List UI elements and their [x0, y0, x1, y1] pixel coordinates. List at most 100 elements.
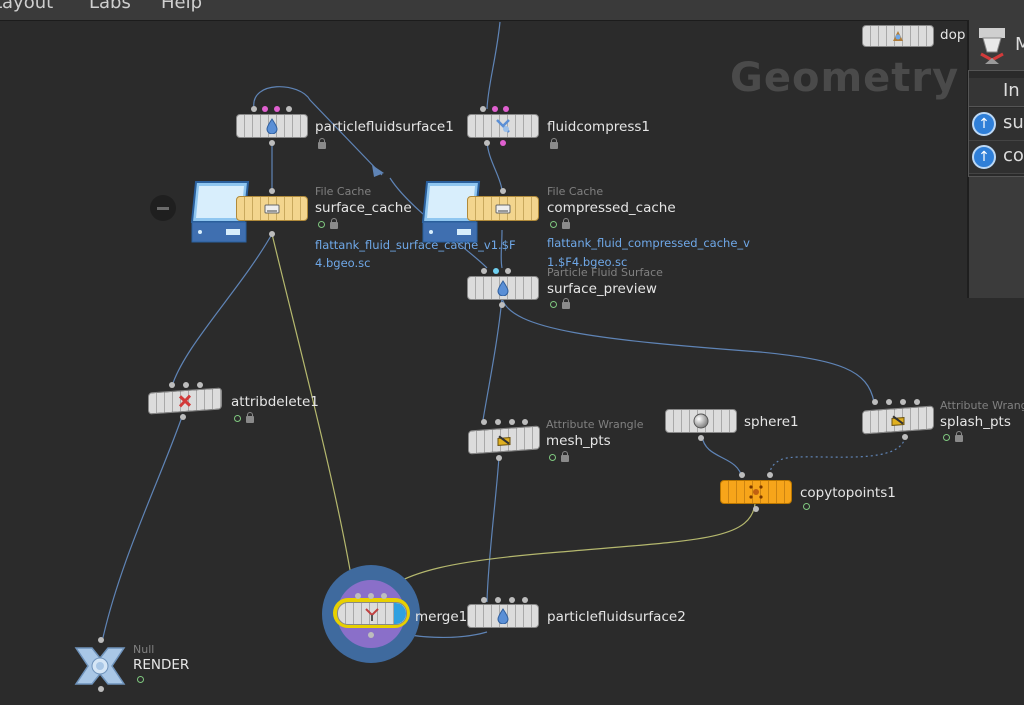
panel-header-label: In [1003, 80, 1020, 101]
input-port[interactable] [495, 419, 501, 425]
node-flags [943, 431, 963, 442]
wire-mesh-pts-to-pfs2 [486, 456, 500, 603]
merge1-node-body[interactable] [337, 602, 407, 625]
input-port[interactable] [183, 382, 189, 388]
input-port[interactable] [522, 597, 528, 603]
input-port[interactable] [900, 399, 906, 405]
output-port[interactable] [698, 435, 704, 441]
fluidcompress1-node-body[interactable] [467, 114, 539, 138]
display-flag-icon [943, 433, 950, 441]
output-port[interactable] [180, 414, 186, 420]
compressed-cache-node-body[interactable] [467, 196, 539, 221]
input-port[interactable] [492, 106, 498, 112]
mesh-pts-name: mesh_pts [546, 433, 611, 449]
input-port[interactable] [522, 419, 528, 425]
input-port[interactable] [481, 419, 487, 425]
surface-cache-node-body[interactable] [236, 196, 308, 221]
disk-drive-icon [494, 200, 512, 218]
attribdelete1-name: attribdelete1 [231, 394, 319, 410]
compress-icon [494, 117, 512, 135]
input-port[interactable] [286, 106, 292, 112]
output-port[interactable] [368, 632, 374, 638]
lock-icon [318, 138, 326, 149]
input-port[interactable] [505, 268, 511, 274]
input-port[interactable] [355, 593, 361, 599]
particlefluidsurface1-node-body[interactable] [236, 114, 308, 138]
sphere1-node-body[interactable] [665, 409, 737, 433]
input-port[interactable] [509, 419, 515, 425]
node-flags [803, 503, 810, 510]
null-icon[interactable] [72, 644, 128, 692]
splash-pts-node-body[interactable] [862, 405, 934, 435]
bypass-toggle[interactable] [150, 195, 176, 221]
display-flag[interactable] [394, 603, 406, 624]
lock-icon [550, 138, 558, 149]
node-flags [234, 412, 254, 423]
input-port[interactable] [739, 472, 745, 478]
delete-attribute-icon [176, 391, 194, 410]
panel-table: In ↑ su ↑ co [968, 70, 1024, 177]
attribdelete1-node-body[interactable] [148, 387, 222, 415]
wire-preview-to-splash-pts [501, 297, 875, 403]
input-port[interactable] [480, 106, 486, 112]
output-port[interactable] [496, 455, 502, 461]
wire-fluidcompress-to-compressed-cache [486, 140, 503, 191]
input-port[interactable] [368, 593, 374, 599]
input-port[interactable] [493, 268, 499, 274]
output-port[interactable] [98, 686, 104, 692]
output-port[interactable] [269, 140, 275, 146]
input-port[interactable] [481, 268, 487, 274]
lock-icon [330, 218, 338, 229]
menu-help[interactable]: Help [161, 0, 203, 13]
output-port[interactable] [269, 231, 275, 237]
input-port[interactable] [495, 597, 501, 603]
mesh-pts-node-body[interactable] [468, 425, 540, 455]
input-port[interactable] [251, 106, 257, 112]
panel-row[interactable]: ↑ co [969, 141, 1024, 174]
fluidcompress1-name: fluidcompress1 [547, 119, 650, 135]
input-port[interactable] [269, 188, 275, 194]
menu-layout[interactable]: Layout [0, 0, 54, 13]
input-port[interactable] [262, 106, 268, 112]
surface-cache-path: flattank_fluid_surface_cache_v1.$F4.bgeo… [315, 238, 516, 270]
splash-pts-name: splash_pts [940, 414, 1011, 430]
copytopoints1-node-body[interactable] [720, 480, 792, 504]
input-port[interactable] [767, 472, 773, 478]
input-port[interactable] [169, 382, 175, 388]
menu-labs[interactable]: Labs [89, 0, 131, 13]
display-flag-icon [318, 220, 325, 228]
input-port[interactable] [914, 399, 920, 405]
panel-row[interactable]: ↑ su [969, 108, 1024, 141]
particlefluidsurface2-name: particlefluidsurface2 [547, 609, 686, 625]
input-port[interactable] [197, 382, 203, 388]
node-flags [550, 218, 570, 229]
output-port[interactable] [499, 302, 505, 308]
wire-attribdelete-to-render [101, 413, 184, 643]
display-flag-icon [550, 300, 557, 308]
input-port[interactable] [503, 106, 509, 112]
lock-icon [562, 298, 570, 309]
up-arrow-icon[interactable]: ↑ [972, 112, 996, 136]
surface-cache-name: surface_cache [315, 200, 412, 216]
wire-surface-cache-to-attribdelete [171, 233, 273, 387]
input-port[interactable] [872, 399, 878, 405]
input-port[interactable] [481, 597, 487, 603]
output-port[interactable] [484, 140, 490, 146]
surface-preview-node-body[interactable] [467, 276, 539, 300]
output-port[interactable] [500, 140, 506, 146]
particlefluidsurface2-node-body[interactable] [467, 604, 539, 628]
dop-node-body[interactable] [862, 25, 934, 47]
input-port[interactable] [886, 399, 892, 405]
output-port[interactable] [753, 506, 759, 512]
copytopoints1-name: copytopoints1 [800, 485, 896, 501]
input-port[interactable] [509, 597, 515, 603]
menu-bar: Layout Labs Help [0, 0, 1024, 21]
up-arrow-icon[interactable]: ↑ [972, 145, 996, 169]
fluid-droplet-icon [263, 117, 281, 135]
input-port[interactable] [500, 188, 506, 194]
input-port[interactable] [98, 637, 104, 643]
input-port[interactable] [274, 106, 280, 112]
output-port[interactable] [902, 434, 908, 440]
panel-tool-icon[interactable] [975, 26, 1009, 70]
input-port[interactable] [381, 593, 387, 599]
